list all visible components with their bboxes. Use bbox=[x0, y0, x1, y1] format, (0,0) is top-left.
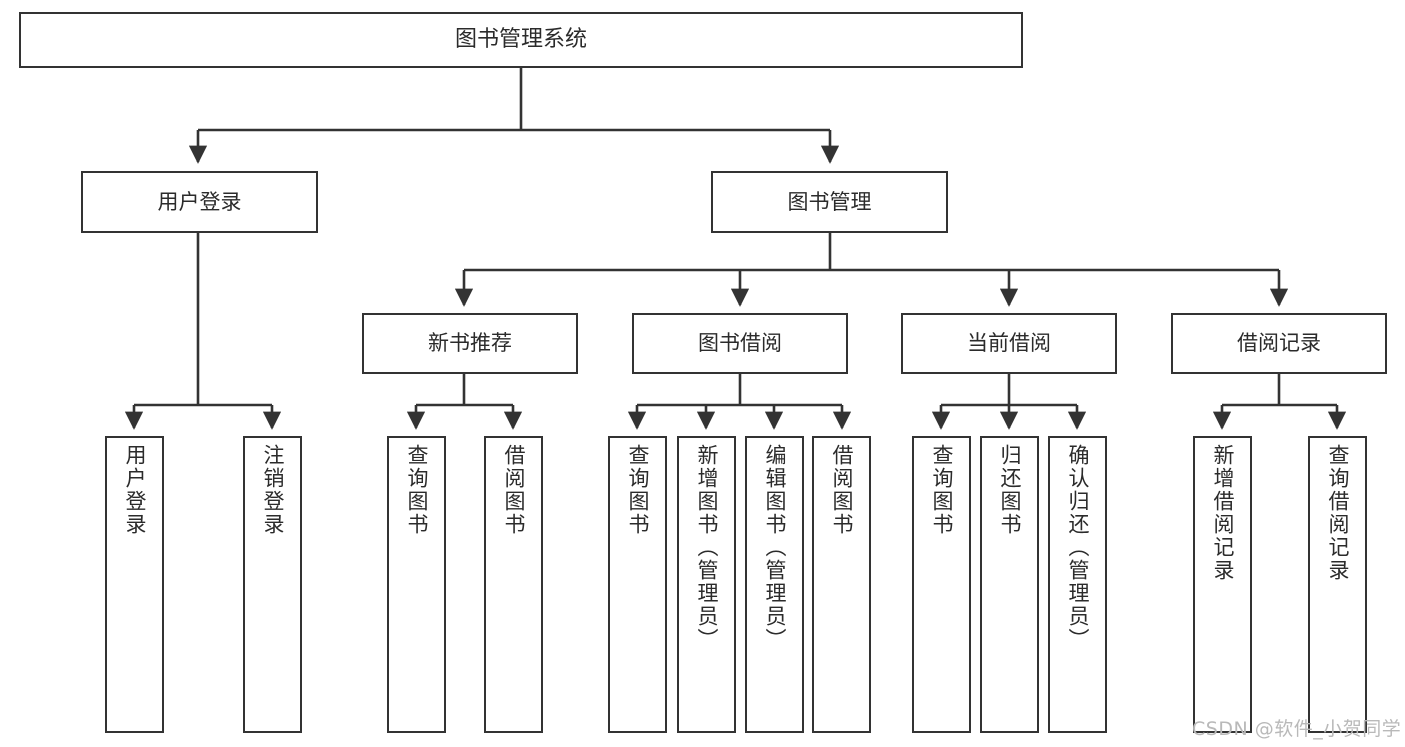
node-label: 注销登录 bbox=[261, 444, 285, 536]
node-label: 当前借阅 bbox=[967, 331, 1051, 356]
node-label: 用户登录 bbox=[123, 444, 147, 536]
node-label: 查询图书 bbox=[626, 444, 650, 536]
node-leaf-confirm-return[interactable]: 确认归还（管理员） bbox=[1048, 436, 1107, 733]
node-label: 确认归还（管理员） bbox=[1066, 444, 1090, 651]
node-leaf-query-record[interactable]: 查询借阅记录 bbox=[1308, 436, 1367, 733]
node-book-management[interactable]: 图书管理 bbox=[711, 171, 948, 233]
node-leaf-borrow-book-2[interactable]: 借阅图书 bbox=[812, 436, 871, 733]
node-label: 查询借阅记录 bbox=[1326, 444, 1350, 582]
node-current-borrow[interactable]: 当前借阅 bbox=[901, 313, 1117, 374]
node-book-borrow[interactable]: 图书借阅 bbox=[632, 313, 848, 374]
node-user-login[interactable]: 用户登录 bbox=[81, 171, 318, 233]
node-borrow-record[interactable]: 借阅记录 bbox=[1171, 313, 1387, 374]
node-label: 借阅图书 bbox=[830, 444, 854, 536]
node-label: 查询图书 bbox=[405, 444, 429, 536]
node-label: 新增图书（管理员） bbox=[695, 444, 719, 651]
node-leaf-add-record[interactable]: 新增借阅记录 bbox=[1193, 436, 1252, 733]
node-leaf-logout-login[interactable]: 注销登录 bbox=[243, 436, 302, 733]
node-leaf-query-book-3[interactable]: 查询图书 bbox=[912, 436, 971, 733]
node-label: 新书推荐 bbox=[428, 331, 512, 356]
node-label: 借阅记录 bbox=[1237, 331, 1321, 356]
node-leaf-query-book-2[interactable]: 查询图书 bbox=[608, 436, 667, 733]
node-root-book-management-system[interactable]: 图书管理系统 bbox=[19, 12, 1023, 68]
node-label: 归还图书 bbox=[998, 444, 1022, 536]
node-leaf-return-book[interactable]: 归还图书 bbox=[980, 436, 1039, 733]
node-leaf-query-book-1[interactable]: 查询图书 bbox=[387, 436, 446, 733]
node-label: 编辑图书（管理员） bbox=[763, 444, 787, 651]
node-label: 图书管理 bbox=[787, 189, 872, 214]
node-leaf-edit-book[interactable]: 编辑图书（管理员） bbox=[745, 436, 804, 733]
node-leaf-add-book[interactable]: 新增图书（管理员） bbox=[677, 436, 736, 733]
node-label: 用户登录 bbox=[157, 189, 242, 214]
node-leaf-borrow-book-1[interactable]: 借阅图书 bbox=[484, 436, 543, 733]
csdn-watermark: CSDN @软件_小贺同学 bbox=[1192, 718, 1402, 740]
node-label: 新增借阅记录 bbox=[1211, 444, 1235, 582]
node-label: 借阅图书 bbox=[502, 444, 526, 536]
node-leaf-user-login[interactable]: 用户登录 bbox=[105, 436, 164, 733]
node-label: 图书借阅 bbox=[698, 331, 782, 356]
node-label: 查询图书 bbox=[930, 444, 954, 536]
node-new-book-recommend[interactable]: 新书推荐 bbox=[362, 313, 578, 374]
node-label: 图书管理系统 bbox=[454, 27, 587, 53]
